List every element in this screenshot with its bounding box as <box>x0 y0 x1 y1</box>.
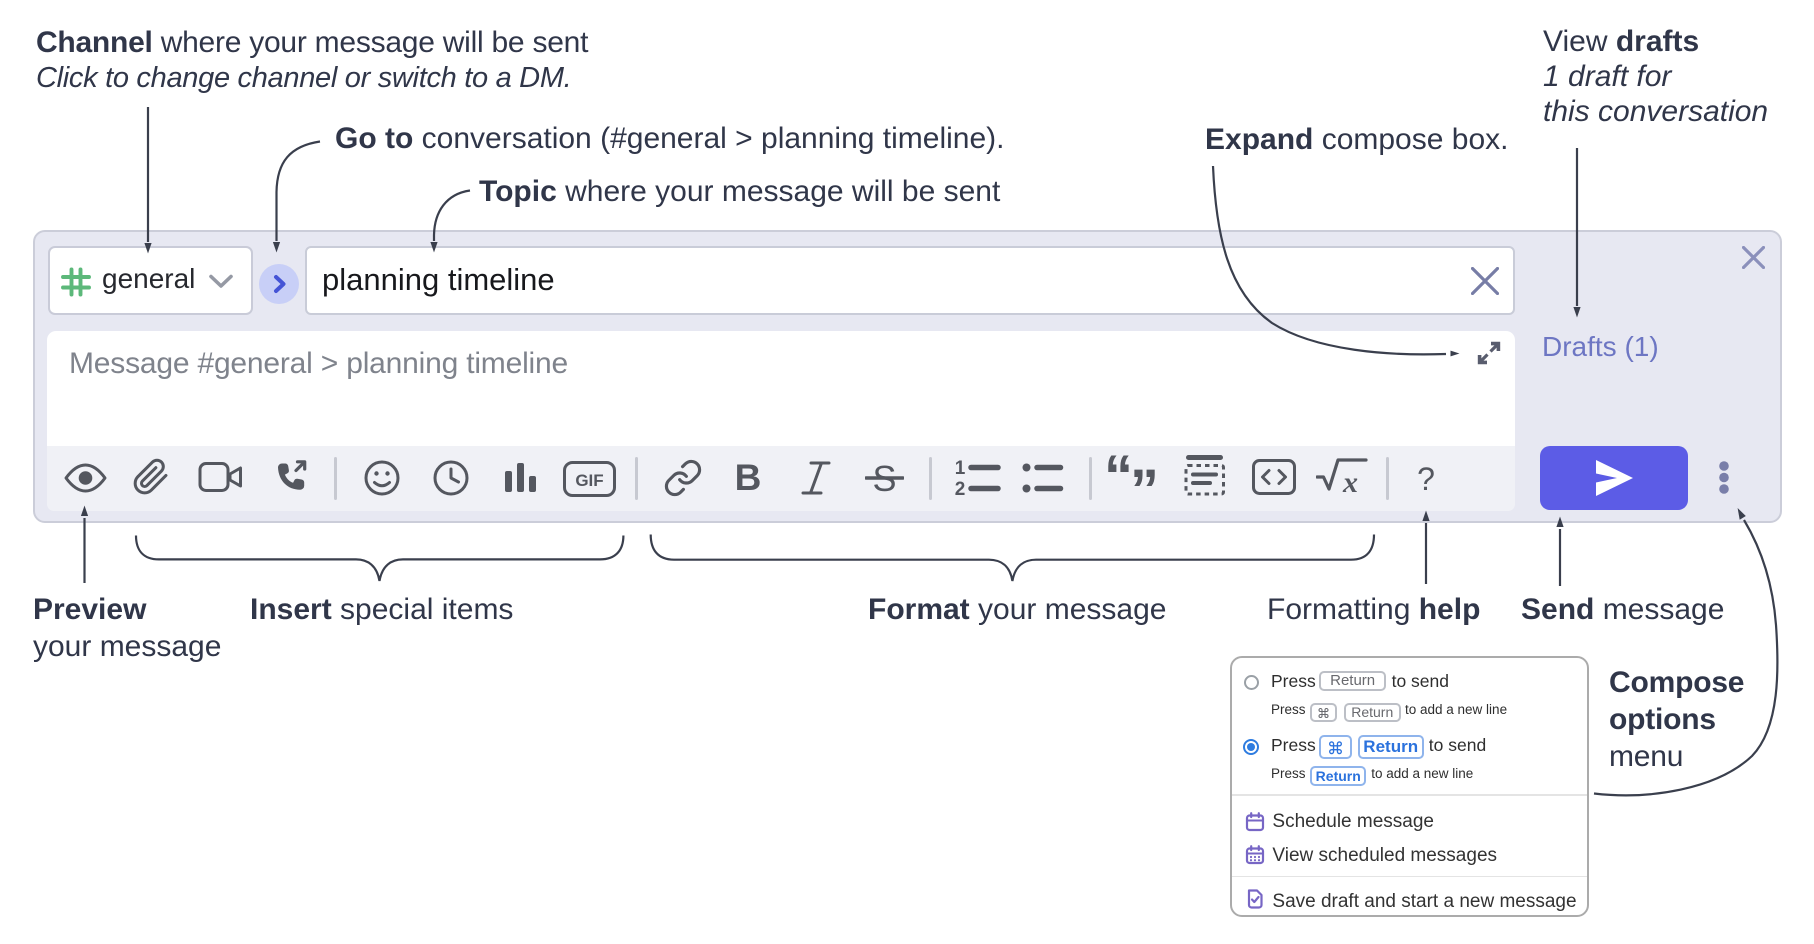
svg-text:1: 1 <box>955 458 966 479</box>
svg-text:2: 2 <box>955 479 966 498</box>
svg-text:GIF: GIF <box>575 471 603 490</box>
svg-text:x: x <box>1342 466 1358 496</box>
